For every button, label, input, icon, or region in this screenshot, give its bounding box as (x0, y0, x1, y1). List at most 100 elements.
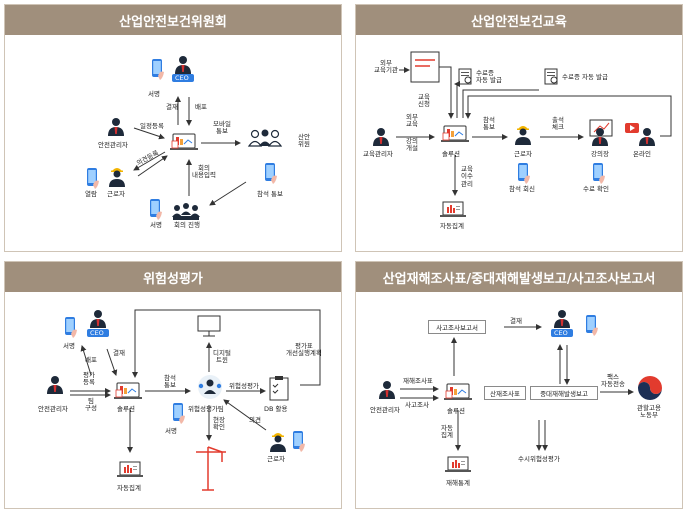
ceo-label: CEO (554, 329, 568, 337)
sign-bottom-label: 서명 (150, 221, 162, 229)
panel-title: 위험성평가 (5, 262, 341, 292)
stats-laptop-icon (116, 461, 144, 478)
worker-icon (515, 126, 531, 145)
distribute-label: 배포 (85, 356, 97, 364)
stats-laptop-icon (444, 456, 472, 473)
complete-confirm-label: 수료 확인 (583, 185, 609, 193)
committee-icon (248, 128, 282, 147)
sign-top-label: 서명 (148, 90, 160, 98)
approve-label: 결재 (113, 349, 125, 357)
phone-icon (593, 163, 605, 184)
checklist-icon (269, 376, 289, 401)
distribute-label: 배포 (195, 103, 207, 111)
solution-laptop-icon (113, 382, 143, 400)
panel2-arrows (396, 66, 672, 196)
injury-register-label: 재해조사표 (403, 377, 433, 385)
view-label: 열람 (85, 190, 97, 198)
safety-manager-label: 안전관리자 (98, 141, 128, 149)
monitor-icon (197, 315, 221, 337)
solution-label: 솔루션 (447, 407, 465, 415)
edu-manager-icon (373, 128, 389, 146)
safety-manager-icon (379, 381, 395, 399)
ceo-figure (551, 310, 573, 337)
opinion-label: 의견 (249, 416, 261, 424)
phone-icon (152, 59, 164, 80)
cert-icon (544, 68, 558, 85)
phone-icon (87, 168, 99, 189)
phone-icon (173, 403, 185, 424)
lecture-room-icon (589, 119, 613, 146)
worker-icon (270, 433, 286, 452)
ministry-logo-icon (638, 376, 662, 400)
meeting-label: 회의 진행 (174, 221, 200, 229)
solution-label: 솔루션 (117, 405, 135, 413)
ceo-label: CEO (175, 74, 189, 82)
team-icon (198, 375, 222, 399)
solution-laptop-icon (169, 133, 199, 151)
auto-aggregate-label: 자동집계 (440, 222, 464, 230)
approve-label: 결재 (510, 317, 522, 325)
online-icon (625, 123, 655, 146)
safety-manager-icon (108, 118, 124, 136)
edu-manager-label: 교육관리자 (363, 150, 393, 158)
accident-report-box: 사고조사보고서 (428, 320, 486, 334)
panel3-arrows (70, 309, 321, 453)
ceo-figure (87, 310, 109, 337)
attend-reply-label: 참석 회신 (509, 185, 535, 193)
panel4-arrows (400, 324, 634, 451)
approve-label: 결재 (166, 103, 178, 111)
schedule-label: 일정등록 (140, 122, 164, 130)
board-lines (415, 59, 435, 67)
worker-label: 근로자 (514, 150, 532, 158)
panel-title: 산업재해조사표/중대재해발생보고/사고조사보고서 (356, 262, 682, 292)
safety-manager-icon (47, 376, 63, 394)
crane-icon (196, 446, 226, 491)
auto-aggregate-label: 자동집계 (117, 484, 141, 492)
phone-icon (293, 431, 305, 452)
safety-manager-label: 안전관리자 (38, 405, 68, 413)
phone-icon (518, 163, 530, 184)
attend-notice-label: 참석 통보 (257, 190, 283, 198)
risk-always-label: 수시위험성평가 (518, 455, 560, 463)
panel1-arrows (133, 96, 247, 206)
lecture-room-label: 강의장 (591, 150, 609, 158)
panel-title: 산업안전보건위원회 (5, 5, 341, 35)
cert-issue2-label: 수료증 자동 발급 (562, 73, 608, 81)
sign-top-label: 서명 (63, 342, 75, 350)
online-label: 온라인 (633, 150, 651, 158)
meeting-icon (172, 203, 200, 220)
solution-label: 솔루션 (442, 150, 460, 158)
ceo-figure (172, 56, 194, 82)
safety-manager-label: 안전관리자 (370, 406, 400, 414)
worker-label: 근로자 (107, 190, 125, 198)
worker-label: 근로자 (267, 455, 285, 463)
risk-eval-label: 위험성평가 (229, 382, 259, 390)
solution-laptop-icon (443, 383, 473, 401)
injury-stats-label: 재해통계 (446, 479, 470, 487)
panel-title: 산업안전보건교육 (356, 5, 682, 35)
serious-report-box: 중대재해발생보고 (530, 386, 598, 400)
stats-laptop-icon (439, 201, 467, 218)
phone-icon (150, 199, 162, 220)
panel-accident: 산업재해조사표/중대재해발생보고/사고조사보고서 (355, 261, 683, 509)
accident-investigation-label: 사고조사 (405, 401, 429, 409)
sign-bottom-label: 서명 (165, 427, 177, 435)
phone-icon (265, 163, 277, 184)
